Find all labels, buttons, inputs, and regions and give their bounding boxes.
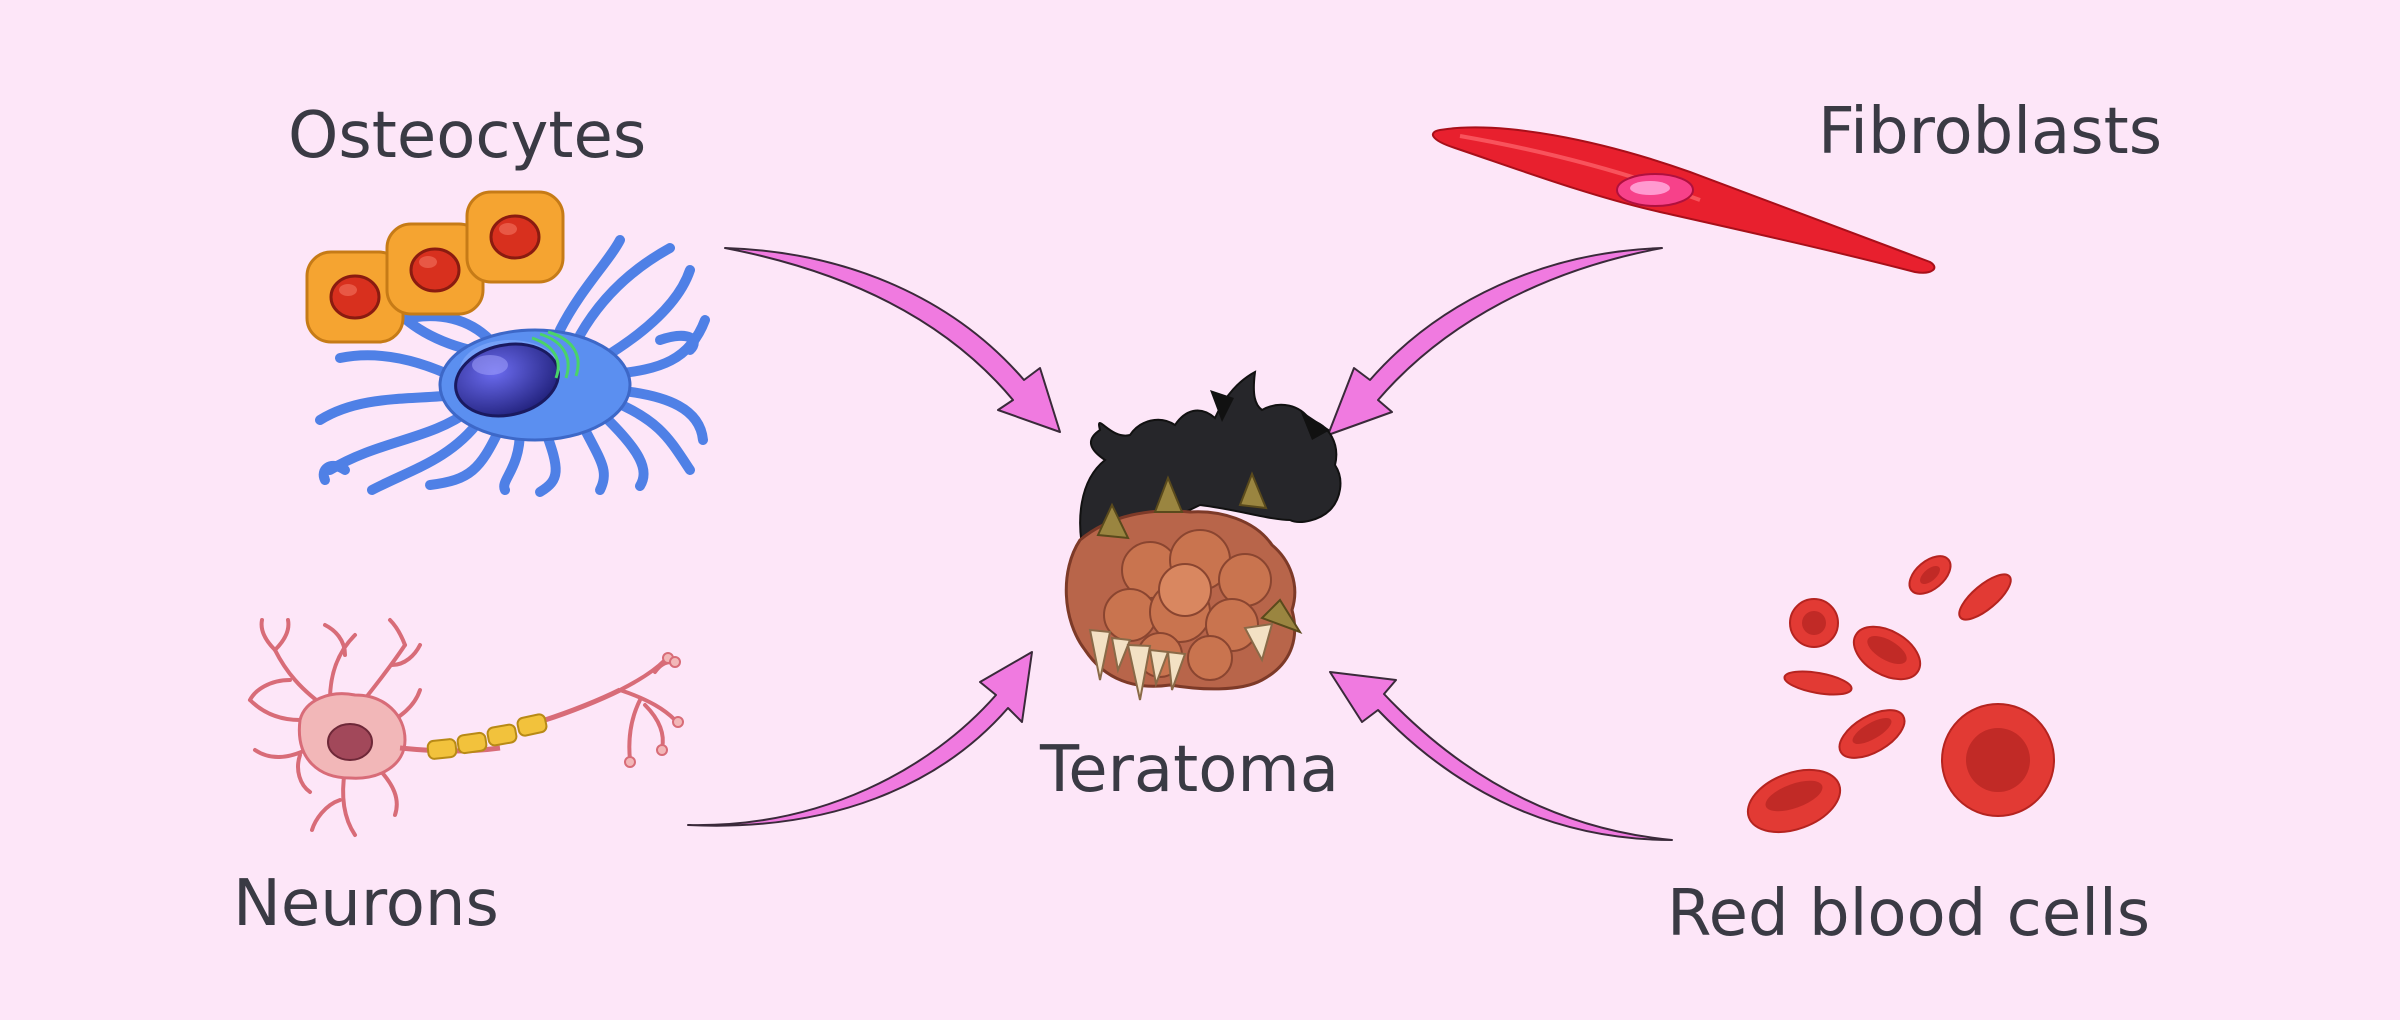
fibroblast-illustration xyxy=(1431,126,1936,274)
teratoma-label: Teratoma xyxy=(1040,733,1339,807)
fibroblasts-label: Fibroblasts xyxy=(1818,95,2163,169)
red-blood-cells-label: Red blood cells xyxy=(1667,877,2151,951)
arrows xyxy=(687,247,1673,841)
neurons-label: Neurons xyxy=(233,867,499,941)
osteocytes-label: Osteocytes xyxy=(288,99,647,173)
arrow-osteocytes-to-teratoma xyxy=(724,247,1061,433)
arrow-neurons-to-teratoma xyxy=(687,651,1033,827)
teratoma-illustration xyxy=(1064,370,1342,701)
red-blood-cells-illustration xyxy=(1746,555,2055,834)
osteocyte-illustration xyxy=(305,190,710,497)
neuron-illustration xyxy=(248,618,684,837)
arrow-rbc-to-teratoma xyxy=(1329,671,1673,841)
arrow-fibroblasts-to-teratoma xyxy=(1327,247,1663,436)
